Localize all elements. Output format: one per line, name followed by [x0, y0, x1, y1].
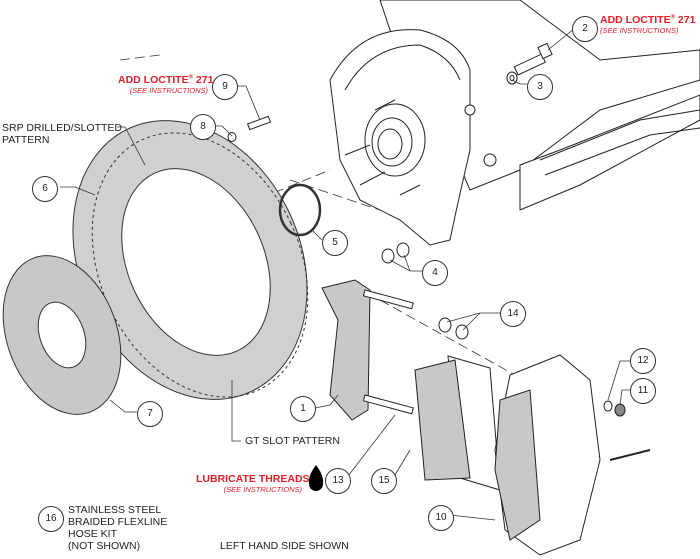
rotor-hat-part — [2, 255, 122, 415]
caliper-part — [494, 354, 651, 556]
callout-4: 4 — [422, 260, 448, 286]
srp-pattern-label: SRP DRILLED/SLOTTED PATTERN — [2, 122, 123, 146]
hose-kit-label: STAINLESS STEEL BRAIDED FLEXLINE HOSE KI… — [68, 504, 168, 552]
caliper-bracket-part — [321, 279, 414, 421]
oil-drop-icon — [308, 465, 324, 491]
shim-washers-14 — [438, 317, 469, 340]
callout-11: 11 — [630, 378, 656, 404]
loctite-note-right: ADD LOCTITE® 271 (SEE INSTRUCTIONS) — [600, 14, 696, 35]
callout-12: 12 — [630, 348, 656, 374]
loctite-note-left: ADD LOCTITE® 271 (SEE INSTRUCTIONS) — [118, 74, 214, 95]
callout-5: 5 — [322, 230, 348, 256]
callout-3: 3 — [527, 74, 553, 100]
rotor-bolt-part — [227, 115, 272, 142]
callout-15: 15 — [371, 468, 397, 494]
callout-1: 1 — [290, 396, 316, 422]
o-ring-part — [278, 183, 322, 237]
shim-washers-4 — [381, 242, 410, 264]
brake-pads-part — [414, 355, 501, 491]
callout-14: 14 — [500, 301, 526, 327]
callout-16: 16 — [38, 506, 64, 532]
gt-slot-pattern-label: GT SLOT PATTERN — [245, 435, 340, 447]
lubricate-note: LUBRICATE THREADS (SEE INSTRUCTIONS) — [196, 473, 310, 494]
callout-13: 13 — [325, 468, 351, 494]
view-note: LEFT HAND SIDE SHOWN — [220, 540, 349, 552]
callout-6: 6 — [32, 176, 58, 202]
hub-knuckle-assembly — [329, 0, 700, 246]
rotor-ring-part — [72, 120, 309, 400]
callout-10: 10 — [428, 505, 454, 531]
callout-7: 7 — [137, 401, 163, 427]
callout-9: 9 — [212, 74, 238, 100]
callout-8: 8 — [190, 114, 216, 140]
callout-2: 2 — [572, 16, 598, 42]
